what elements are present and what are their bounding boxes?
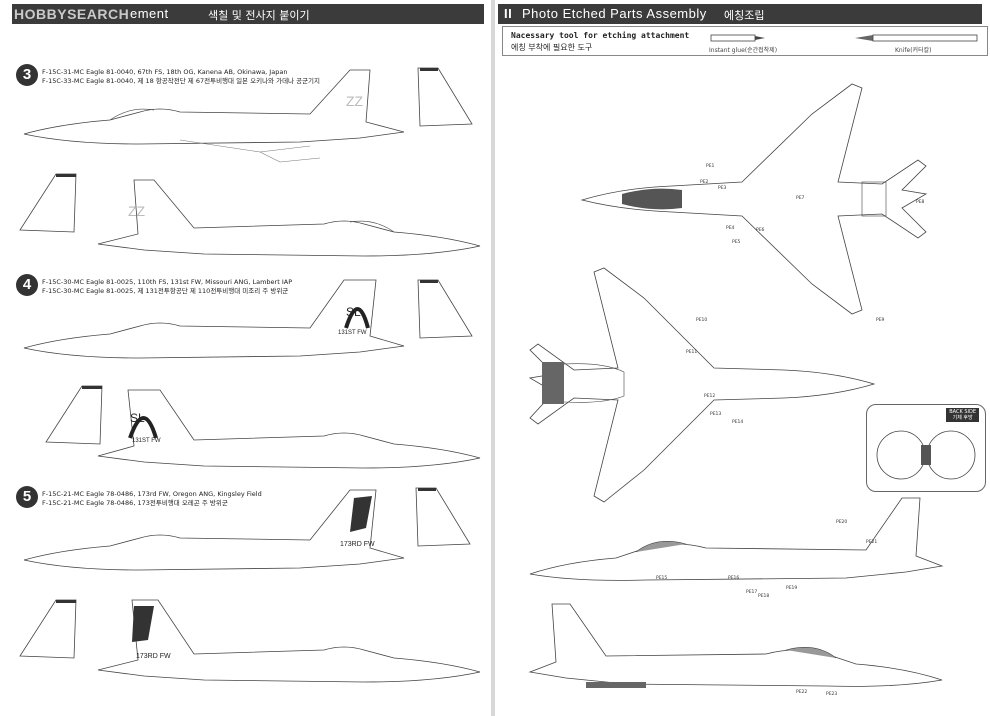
step-5-fin-left [19, 599, 77, 659]
right-header-title: Photo Etched Parts Assembly [522, 6, 707, 21]
step-3-fin-right [417, 67, 473, 127]
svg-text:ZZ: ZZ [128, 203, 146, 219]
step-5-fin-right [415, 487, 471, 547]
step-4-fin-left [45, 385, 103, 445]
part-callout-label: PE8 [916, 200, 925, 205]
part-callout-label: PE22 [796, 690, 808, 695]
page-divider [491, 0, 495, 716]
step-4-caption-en: F-15C-30-MC Eagle 81-0025, 110th FS, 131… [42, 278, 293, 286]
step-4-side-profile-left: SL 131ST FW [23, 279, 405, 359]
step-3-tail-code: ZZ [346, 93, 364, 109]
part-callout-label: PE3 [718, 186, 727, 191]
part-callout-label: PE12 [704, 394, 716, 399]
part-callout-label: PE2 [700, 180, 709, 185]
part-callout-label: PE13 [710, 412, 722, 417]
glue-label: Instant glue(순간접착제) [709, 47, 778, 54]
step-4-fin-right [417, 279, 473, 339]
part-callout-label: PE9 [876, 318, 885, 323]
part-callout-label: PE17 [746, 590, 758, 595]
step-5-side-profile-right: 173RD FW [97, 599, 481, 683]
part-callout-label: PE21 [866, 540, 878, 545]
bottom-view-aircraft [528, 267, 876, 503]
side-view-aircraft-upper [529, 497, 944, 581]
left-header-title: ement [130, 6, 169, 21]
tools-box: Nacessary tool for etching attachment 에칭… [502, 26, 988, 56]
step-5-side-profile-left: 173RD FW [23, 489, 405, 571]
step-4-tail-wing: 131ST FW [338, 330, 367, 336]
part-callout-label: PE6 [756, 228, 765, 233]
right-header-numeral: II [504, 6, 513, 21]
svg-text:173RD FW: 173RD FW [136, 653, 171, 660]
step-4-tail-code: SL [346, 305, 361, 319]
left-page-header: ement 색칠 및 전사지 붙이기 [12, 4, 484, 24]
part-callout-label: PE16 [728, 576, 740, 581]
step-5-caption-en: F-15C-21-MC Eagle 78-0486, 173rd FW, Ore… [42, 490, 262, 498]
left-header-korean: 색칠 및 전사지 붙이기 [208, 9, 310, 22]
right-header-korean: 에칭조립 [724, 9, 765, 22]
tools-title-ko: 에칭 부착에 필요한 도구 [511, 43, 593, 52]
step-number-5: 5 [16, 486, 38, 508]
step-3-caption-en: F-15C-31-MC Eagle 81-0040, 67th FS, 18th… [42, 68, 288, 76]
part-callout-label: PE20 [836, 520, 848, 525]
watermark-logo: HOBBYSEARCH [14, 6, 130, 22]
part-callout-label: PE14 [732, 420, 744, 425]
side-view-aircraft-lower [528, 603, 943, 688]
knife-label: Knife(커터칼) [895, 47, 932, 54]
engine-nozzles [876, 430, 976, 480]
part-callout-label: PE10 [696, 318, 708, 323]
step-4-side-profile-right: SL 131ST FW [97, 389, 481, 469]
step-5-tail-wing: 173RD FW [340, 541, 375, 548]
step-5-caption-ko: F-15C-21-MC Eagle 78-0486, 173전투비행대 오레곤 … [42, 499, 228, 507]
step-3-fin-left [19, 173, 77, 233]
step-3-side-profile-right: ZZ [97, 179, 481, 257]
step-3-side-profile-left: ZZ [23, 69, 405, 163]
part-callout-label: PE1 [706, 164, 715, 169]
left-page: ement 색칠 및 전사지 붙이기 HOBBYSEARCH 3 F-15C-3… [0, 0, 490, 716]
step-number-3: 3 [16, 64, 38, 86]
part-callout-label: PE5 [732, 240, 741, 245]
part-callout-label: PE18 [758, 594, 770, 599]
right-page: II Photo Etched Parts Assembly 에칭조립 Nace… [496, 0, 990, 716]
tools-title-en: Nacessary tool for etching attachment [511, 31, 690, 40]
glue-tube-icon [710, 34, 765, 42]
step-3-caption-ko: F-15C-33-MC Eagle 81-0040, 제 18 항공작전단 제 … [42, 77, 321, 85]
part-callout-label: PE4 [726, 226, 735, 231]
part-callout-label: PE15 [656, 576, 668, 581]
part-callout-label: PE23 [826, 692, 838, 697]
top-view-aircraft-upper [580, 83, 928, 315]
part-callout-label: PE11 [686, 350, 698, 355]
step-4-caption-ko: F-15C-30-MC Eagle 81-0025, 제 131전투항공단 제 … [42, 287, 289, 295]
right-page-header: II Photo Etched Parts Assembly 에칭조립 [498, 4, 982, 24]
part-callout-label: PE7 [796, 196, 805, 201]
part-callout-label: PE19 [786, 586, 798, 591]
step-number-4: 4 [16, 274, 38, 296]
svg-text:131ST FW: 131ST FW [132, 438, 161, 444]
knife-icon [855, 34, 978, 42]
svg-text:SL: SL [130, 411, 145, 425]
